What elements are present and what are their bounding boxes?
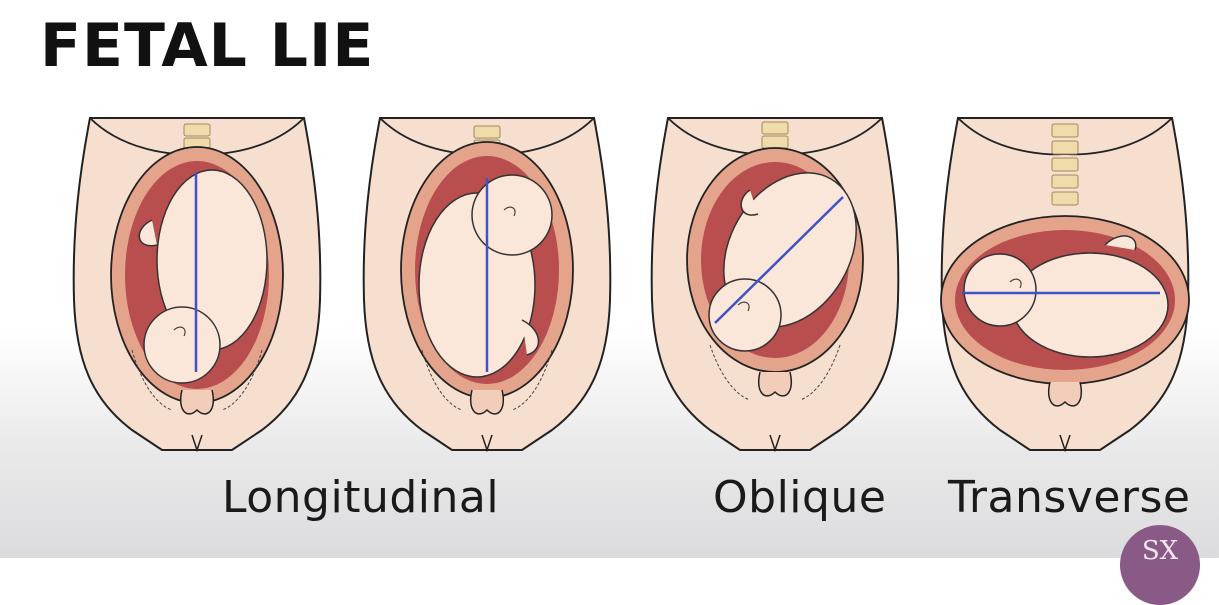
label-longitudinal: Longitudinal — [222, 472, 500, 523]
spine-vertebrae — [1051, 123, 1079, 206]
page-title: FETAL LIE — [40, 11, 375, 81]
label-transverse: Transverse — [948, 472, 1191, 523]
figure-oblique — [640, 110, 910, 460]
label-oblique: Oblique — [713, 472, 887, 523]
fetus — [138, 169, 268, 384]
figure-longitudinal-cephalic — [62, 110, 332, 460]
axis-line — [714, 196, 844, 324]
figure-longitudinal-breech — [352, 110, 622, 460]
figure-transverse — [930, 110, 1200, 460]
fetus — [708, 172, 857, 352]
channel-logo-badge: SX — [1120, 525, 1200, 605]
spine-vertebrae — [761, 121, 789, 149]
fetus — [418, 174, 553, 378]
fetus — [963, 235, 1169, 358]
